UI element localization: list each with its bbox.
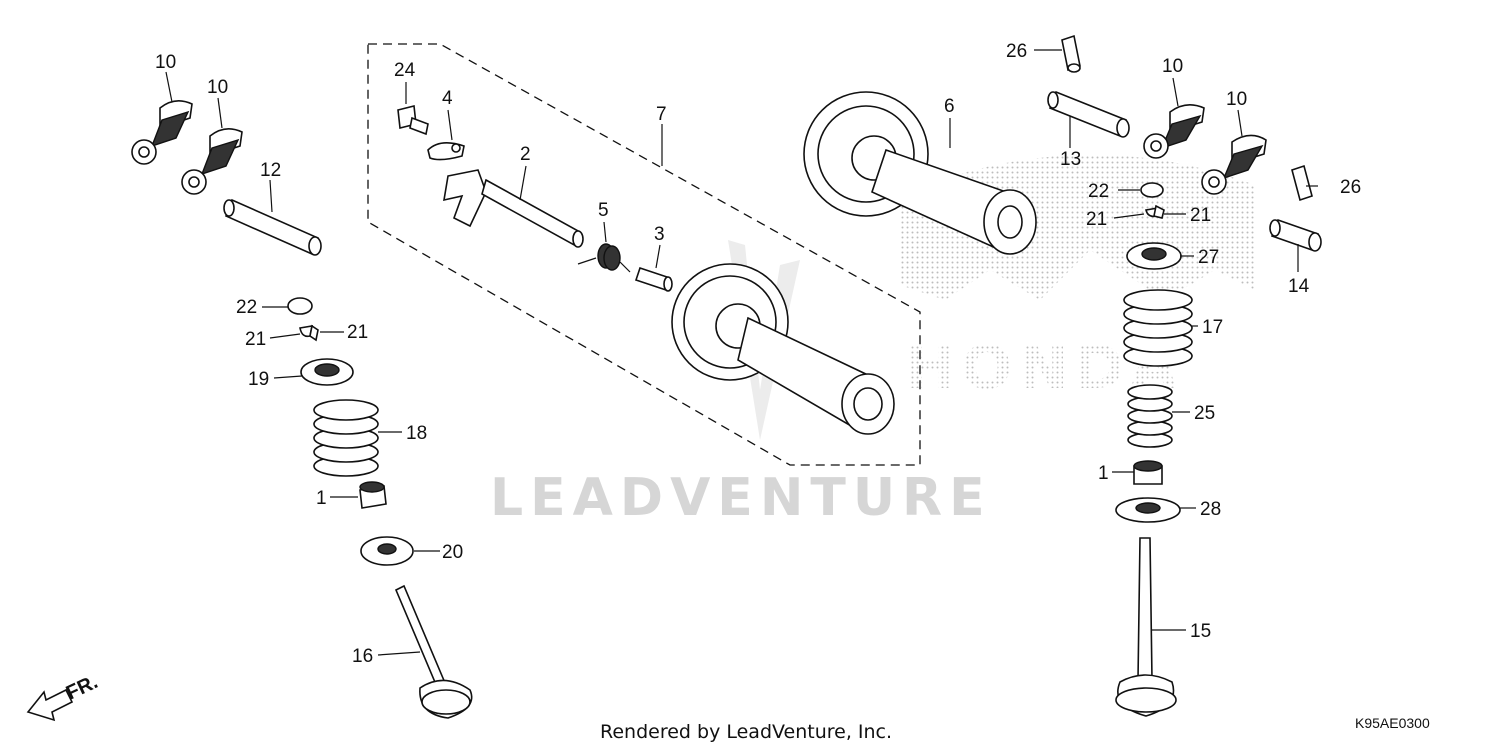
cotters-21-left [299, 324, 319, 342]
label-20: 20 [442, 542, 463, 563]
spring-5 [577, 243, 631, 273]
label-26-right: 26 [1340, 177, 1361, 198]
valve-spring-18 [313, 399, 379, 477]
label-22-left: 22 [236, 297, 257, 318]
label-2: 2 [520, 144, 531, 165]
spring-seat-28 [1115, 497, 1181, 523]
rocker-shaft-12 [223, 198, 322, 256]
cap-22-left [287, 297, 313, 315]
label-17: 17 [1202, 317, 1223, 338]
label-1-left: 1 [316, 488, 327, 509]
outer-spring-17 [1123, 289, 1193, 367]
leadventure-watermark: LEADVENTURE [490, 468, 992, 528]
label-1-right: 1 [1098, 463, 1109, 484]
pin-26-top [1061, 34, 1081, 73]
label-15: 15 [1190, 621, 1211, 642]
label-16: 16 [352, 646, 373, 667]
label-10-left-2: 10 [207, 77, 228, 98]
part-number-labels: 10 10 12 22 21 21 19 18 1 20 16 24 4 2 5… [155, 41, 1361, 667]
cotters-21-right [1145, 204, 1165, 219]
label-21-right-a: 21 [1086, 209, 1107, 230]
rocker-arm-right-1 [1143, 104, 1205, 159]
label-10-right-2: 10 [1226, 89, 1247, 110]
diagram-code: K95AE0300 [1355, 715, 1430, 731]
label-21-left-a: 21 [245, 329, 266, 350]
cap-22-right [1140, 182, 1164, 198]
plate-4 [427, 142, 465, 161]
rocker-arm-left-1 [131, 100, 193, 165]
label-28: 28 [1200, 499, 1221, 520]
valve-seal-1-left [359, 481, 387, 509]
inner-spring-25 [1127, 384, 1173, 448]
bolt-24 [397, 105, 429, 136]
rocker-arm-left-2 [181, 128, 243, 195]
label-22-right: 22 [1088, 181, 1109, 202]
label-21-left-b: 21 [347, 322, 368, 343]
label-27: 27 [1198, 247, 1219, 268]
label-14: 14 [1288, 276, 1310, 297]
label-4: 4 [442, 88, 453, 109]
footer-credit: Rendered by LeadVenture, Inc. [600, 721, 892, 743]
spring-seat-20 [360, 536, 414, 566]
exhaust-valve-15 [1115, 537, 1177, 717]
label-24: 24 [394, 60, 416, 81]
intake-valve-16 [394, 584, 473, 719]
label-7: 7 [656, 104, 667, 125]
label-3: 3 [654, 224, 665, 245]
rocker-shaft-13 [1047, 90, 1130, 138]
camshaft-7 [671, 263, 895, 435]
retainer-19 [300, 358, 354, 386]
retainer-27 [1126, 242, 1182, 270]
label-18: 18 [406, 423, 427, 444]
label-13: 13 [1060, 149, 1081, 170]
camshaft-6 [803, 91, 1037, 255]
front-direction-arrow: FR. [26, 671, 101, 722]
label-6: 6 [944, 96, 955, 117]
rocker-shaft-14 [1269, 218, 1322, 252]
label-12: 12 [260, 160, 281, 181]
label-26-top: 26 [1006, 41, 1027, 62]
pin-26-right [1291, 164, 1313, 202]
label-21-right-b: 21 [1190, 205, 1211, 226]
valve-seal-1-right [1133, 460, 1163, 485]
label-5: 5 [598, 200, 609, 221]
label-25: 25 [1194, 403, 1215, 424]
pin-3 [634, 266, 673, 292]
rocker-arm-right-2 [1201, 134, 1267, 195]
label-19: 19 [248, 369, 269, 390]
label-10-right-1: 10 [1162, 56, 1183, 77]
decompressor-shaft-2 [443, 169, 584, 248]
leader-lines [165, 49, 1318, 656]
label-10-left-1: 10 [155, 52, 176, 73]
